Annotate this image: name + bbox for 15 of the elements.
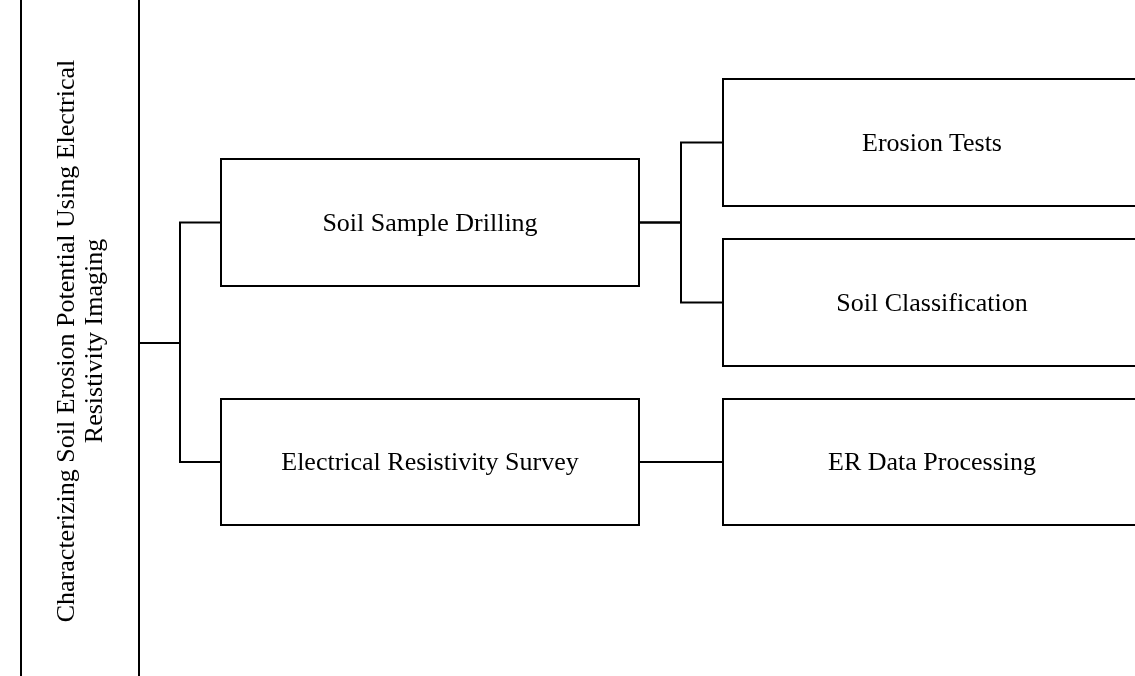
- box-label: Soil Classification: [835, 288, 1029, 317]
- title-box: [20, 0, 140, 676]
- connector-line: [639, 461, 723, 463]
- box-label: Erosion Tests: [861, 128, 1003, 157]
- box-label: Electrical Resistivity Survey: [280, 447, 580, 477]
- process-box: [722, 78, 1135, 207]
- connector-line: [639, 221, 723, 304]
- process-box: [220, 398, 640, 526]
- process-box: [722, 238, 1135, 367]
- connector-line: [139, 342, 221, 463]
- box-label: Soil Sample Drilling: [321, 208, 539, 237]
- box-label: ER Data Processing: [827, 447, 1037, 477]
- title-text: Characterizing Soil Erosion Potential Using Electrical Resistivity Imaging: [52, 58, 108, 625]
- process-box: [220, 158, 640, 287]
- process-box: [722, 398, 1135, 526]
